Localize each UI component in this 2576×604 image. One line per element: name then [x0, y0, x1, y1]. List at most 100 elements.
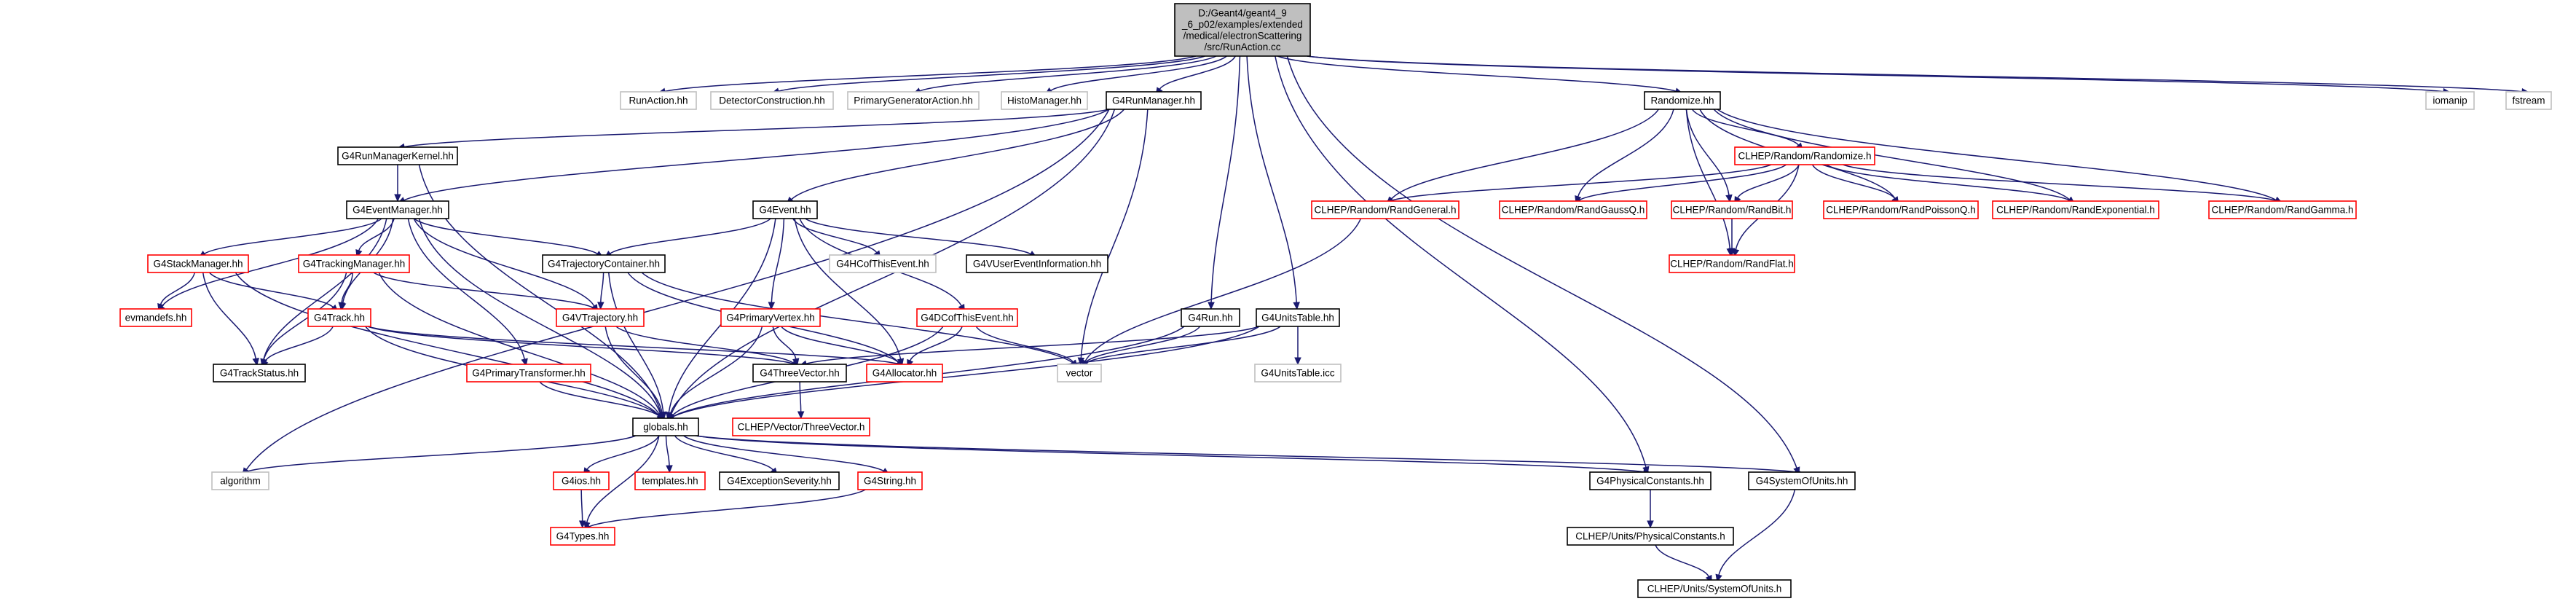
node-label: evmandefs.hh: [125, 313, 187, 323]
node-clhep-random-randflat-h[interactable]: CLHEP/Random/RandFlat.h: [1669, 254, 1795, 273]
edge-g4runmanager-hh-to-g4event-hh: [786, 109, 1125, 205]
node-label: G4String.hh: [864, 476, 916, 487]
node-g4dcofthisevent-hh[interactable]: G4DCofThisEvent.hh: [916, 308, 1018, 327]
node-g4trackingmanager-hh[interactable]: G4TrackingManager.hh: [298, 254, 410, 273]
node-clhep-random-randbit-h[interactable]: CLHEP/Random/RandBit.h: [1671, 200, 1793, 219]
node-g4allocator-hh[interactable]: G4Allocator.hh: [866, 364, 943, 383]
edge-g4runmanagerkernel-hh-to-g4eventmanager-hh: [394, 165, 401, 203]
edge-g4runmanager-hh-to-g4eventmanager-hh: [397, 109, 1110, 204]
node-clhep-units-systemofunits-h[interactable]: CLHEP/Units/SystemOfUnits.h: [1637, 579, 1792, 598]
edge-globals-hh-to-algorithm: [240, 435, 637, 475]
edge-g4ios-hh-to-g4types-hh: [578, 489, 586, 529]
node-g4ios-hh[interactable]: G4ios.hh: [553, 471, 610, 490]
node-label: G4TrackStatus.hh: [220, 368, 299, 379]
node-label: G4PrimaryVertex.hh: [726, 313, 815, 323]
node-globals-hh[interactable]: globals.hh: [632, 417, 699, 436]
edge-globals-hh-to-g4ios-hh: [583, 435, 660, 476]
node-g4track-hh[interactable]: G4Track.hh: [307, 308, 371, 327]
node-label: G4Track.hh: [314, 313, 365, 323]
node-label: G4SystemOfUnits.hh: [1756, 476, 1848, 487]
edge-clhep-random-randomize-h-to-clhep-random-randgaussq-h: [1573, 164, 1787, 204]
node-templates-hh[interactable]: templates.hh: [634, 471, 706, 490]
node-g4vusereventinformation-hh[interactable]: G4VUserEventInformation.hh: [966, 254, 1108, 273]
node-label: G4UnitsTable.icc: [1261, 368, 1335, 379]
node-label: D:/Geant4/geant4_9: [1198, 7, 1287, 18]
edge-root-to-histomanager-hh: [1044, 55, 1227, 95]
node-label: G4EventManager.hh: [352, 205, 443, 216]
node-g4primaryvertex-hh[interactable]: G4PrimaryVertex.hh: [720, 308, 821, 327]
node-label: algorithm: [220, 476, 261, 487]
node-label: G4UnitsTable.hh: [1261, 313, 1334, 323]
node-label: G4PhysicalConstants.hh: [1596, 476, 1704, 487]
node-label: CLHEP/Vector/ThreeVector.h: [738, 422, 865, 433]
edge-globals-hh-to-g4physicalconstants-hh: [695, 435, 1652, 476]
node-label: _6_p02/examples/extended: [1181, 19, 1303, 30]
node-g4string-hh[interactable]: G4String.hh: [857, 471, 923, 490]
node-histomanager-hh: HistoManager.hh: [1001, 91, 1088, 110]
node-g4unitstable-hh[interactable]: G4UnitsTable.hh: [1256, 308, 1340, 327]
node-label: G4StackManager.hh: [153, 259, 243, 270]
node-label: G4VUserEventInformation.hh: [973, 259, 1101, 270]
node-label: G4ExceptionSeverity.hh: [727, 476, 832, 487]
edge-g4eventmanager-hh-to-g4primarytransformer-hh: [407, 218, 528, 367]
node-vector: vector: [1057, 364, 1102, 383]
node-label: G4HCofThisEvent.hh: [836, 259, 929, 270]
node-g4event-hh[interactable]: G4Event.hh: [752, 200, 818, 219]
node-primarygeneratoraction-hh: PrimaryGeneratorAction.hh: [847, 91, 980, 110]
node-clhep-random-randexponential-h[interactable]: CLHEP/Random/RandExponential.h: [1992, 200, 2159, 219]
node-label: CLHEP/Units/SystemOfUnits.h: [1647, 584, 1782, 595]
node-g4trackstatus-hh[interactable]: G4TrackStatus.hh: [213, 364, 306, 383]
edge-g4string-hh-to-g4types-hh: [582, 489, 866, 530]
node-label: CLHEP/Random/RandGaussQ.h: [1502, 205, 1645, 216]
node-evmandefs-hh[interactable]: evmandefs.hh: [119, 308, 192, 327]
node-g4eventmanager-hh[interactable]: G4EventManager.hh: [346, 200, 449, 219]
node-g4trajectorycontainer-hh[interactable]: G4TrajectoryContainer.hh: [542, 254, 666, 273]
node-clhep-random-randpoissonq-h[interactable]: CLHEP/Random/RandPoissonQ.h: [1823, 200, 1979, 219]
node-root[interactable]: D:/Geant4/geant4_9_6_p02/examples/extend…: [1174, 3, 1311, 57]
node-clhep-vector-threevector-h[interactable]: CLHEP/Vector/ThreeVector.h: [732, 417, 870, 436]
node-clhep-random-randgaussq-h[interactable]: CLHEP/Random/RandGaussQ.h: [1499, 200, 1647, 219]
node-g4threevector-hh[interactable]: G4ThreeVector.hh: [752, 364, 847, 383]
edge-g4event-hh-to-g4primaryvertex-hh: [768, 218, 785, 310]
node-g4primarytransformer-hh[interactable]: G4PrimaryTransformer.hh: [466, 364, 591, 383]
node-g4physicalconstants-hh[interactable]: G4PhysicalConstants.hh: [1589, 471, 1712, 490]
edge-globals-hh-to-templates-hh: [665, 435, 673, 474]
edge-g4eventmanager-hh-to-g4trackingmanager-hh: [355, 218, 395, 258]
edge-clhep-random-randgeneral-h-to-vector: [1082, 218, 1362, 368]
node-g4vtrajectory-hh[interactable]: G4VTrajectory.hh: [556, 308, 645, 327]
graph-nodes: D:/Geant4/geant4_9_6_p02/examples/extend…: [119, 3, 2552, 598]
node-clhep-random-randomize-h[interactable]: CLHEP/Random/Randomize.h: [1734, 146, 1875, 165]
edge-randomize-hh-to-clhep-random-randbit-h: [1685, 109, 1733, 203]
node-g4types-hh[interactable]: G4Types.hh: [550, 527, 615, 546]
edge-g4primaryvertex-hh-to-g4threevector-hh: [772, 326, 800, 366]
node-label: CLHEP/Random/RandGamma.h: [2211, 205, 2353, 216]
node-runaction-hh: RunAction.hh: [620, 91, 697, 110]
node-g4run-hh[interactable]: G4Run.hh: [1181, 308, 1240, 327]
node-randomize-hh[interactable]: Randomize.hh: [1644, 91, 1721, 110]
node-clhep-units-physicalconstants-h[interactable]: CLHEP/Units/PhysicalConstants.h: [1567, 527, 1734, 546]
node-g4hcofthisevent-hh: G4HCofThisEvent.hh: [829, 254, 937, 273]
node-g4runmanager-hh[interactable]: G4RunManager.hh: [1106, 91, 1202, 110]
edge-g4track-hh-to-g4trackstatus-hh: [261, 326, 334, 368]
edge-clhep-units-physicalconstants-h-to-clhep-units-systemofunits-h: [1655, 544, 1712, 584]
node-label: RunAction.hh: [629, 95, 688, 106]
edge-root-to-randomize-hh: [1277, 55, 1683, 95]
node-clhep-random-randgamma-h[interactable]: CLHEP/Random/RandGamma.h: [2208, 200, 2357, 219]
edge-g4stackmanager-hh-to-g4track-hh: [208, 272, 339, 313]
node-g4stackmanager-hh[interactable]: G4StackManager.hh: [147, 254, 249, 273]
edge-globals-hh-to-g4string-hh: [683, 435, 890, 475]
node-label: G4RunManager.hh: [1112, 95, 1195, 106]
node-label: G4DCofThisEvent.hh: [921, 313, 1014, 323]
node-label: PrimaryGeneratorAction.hh: [854, 95, 973, 106]
node-label: iomanip: [2433, 95, 2467, 106]
node-label: DetectorConstruction.hh: [719, 95, 825, 106]
node-label: vector: [1066, 368, 1093, 379]
node-g4runmanagerkernel-hh[interactable]: G4RunManagerKernel.hh: [337, 146, 458, 165]
node-label: CLHEP/Random/Randomize.h: [1738, 151, 1871, 162]
node-clhep-random-randgeneral-h[interactable]: CLHEP/Random/RandGeneral.h: [1311, 200, 1460, 219]
node-g4systemofunits-hh[interactable]: G4SystemOfUnits.hh: [1748, 471, 1856, 490]
node-label: /src/RunAction.cc: [1204, 42, 1280, 52]
node-g4exceptionseverity-hh[interactable]: G4ExceptionSeverity.hh: [719, 471, 840, 490]
edge-g4stackmanager-hh-to-evmandefs-hh: [157, 272, 196, 312]
node-label: CLHEP/Units/PhysicalConstants.h: [1575, 531, 1725, 542]
